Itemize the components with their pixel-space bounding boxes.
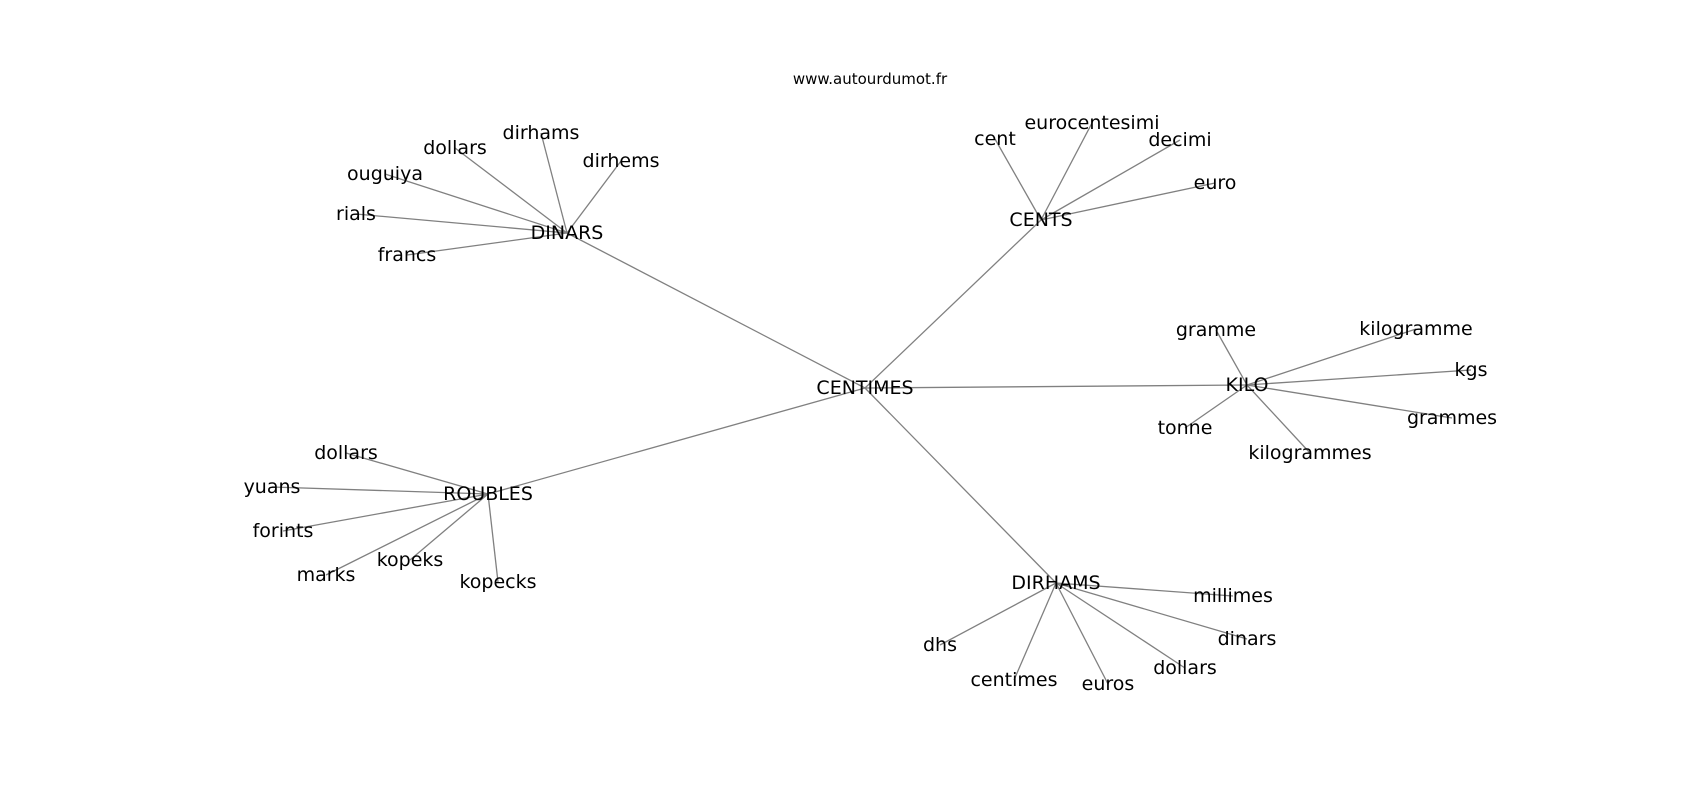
leaf-node[interactable]: centimes xyxy=(970,669,1057,691)
hub-node-kilo[interactable]: KILO xyxy=(1226,374,1269,396)
root-node[interactable]: CENTIMES xyxy=(816,377,913,399)
hub-node-dirhams[interactable]: DIRHAMS xyxy=(1011,572,1100,594)
leaf-node[interactable]: rials xyxy=(336,203,376,225)
edge-roubles-yuans xyxy=(271,486,489,495)
leaf-node[interactable]: dollars xyxy=(1153,657,1217,679)
edge-roubles-kopeks xyxy=(409,493,489,561)
leaf-node[interactable]: ouguiya xyxy=(347,163,423,185)
edge-kilo-grammes xyxy=(1246,384,1453,419)
edge-dirhams-euros xyxy=(1055,582,1109,685)
edge-roubles-dollars xyxy=(345,452,489,495)
leaf-node[interactable]: gramme xyxy=(1176,319,1256,341)
edge-kilo-kgs xyxy=(1246,369,1472,386)
leaf-node[interactable]: dollars xyxy=(423,137,487,159)
hub-node-roubles[interactable]: ROUBLES xyxy=(443,483,533,505)
edge-dinars-dirhems xyxy=(566,160,622,234)
edge-cents-eurocentesimi xyxy=(1040,122,1093,221)
edge-roubles-forints xyxy=(282,493,489,532)
edge-dinars-rials xyxy=(355,213,568,234)
leaf-node[interactable]: kopecks xyxy=(459,571,536,593)
edges-layer xyxy=(271,122,1472,685)
leaf-node[interactable]: marks xyxy=(297,564,356,586)
edge-dirhams-dollars xyxy=(1055,582,1186,669)
leaf-node[interactable]: dirhems xyxy=(583,150,660,172)
leaf-node[interactable]: yuans xyxy=(244,476,301,498)
hub-node-dinars[interactable]: DINARS xyxy=(531,222,604,244)
edge-cents-euro xyxy=(1040,182,1216,221)
leaf-node[interactable]: dhs xyxy=(923,634,957,656)
edge-root-kilo xyxy=(864,384,1248,389)
leaf-node[interactable]: francs xyxy=(378,244,437,266)
edge-root-dinars xyxy=(566,232,866,389)
edge-kilo-kilogramme xyxy=(1246,328,1417,386)
source-watermark: www.autourdumot.fr xyxy=(792,70,948,88)
leaf-node[interactable]: euro xyxy=(1194,172,1237,194)
leaf-node[interactable]: dollars xyxy=(314,442,378,464)
leaf-node[interactable]: millimes xyxy=(1193,585,1273,607)
leaf-node[interactable]: dinars xyxy=(1218,628,1277,650)
edge-dinars-francs xyxy=(406,232,568,256)
edge-root-roubles xyxy=(487,387,866,495)
edge-roubles-marks xyxy=(325,493,489,576)
leaf-node[interactable]: kopeks xyxy=(377,549,444,571)
leaf-node[interactable]: euros xyxy=(1082,673,1135,695)
edge-cents-cent xyxy=(994,138,1042,221)
edge-kilo-gramme xyxy=(1215,329,1248,386)
hub-node-cents[interactable]: CENTS xyxy=(1009,209,1072,231)
edge-dirhams-millimes xyxy=(1055,582,1234,597)
edge-root-dirhams xyxy=(864,387,1057,584)
edge-cents-decimi xyxy=(1040,139,1181,221)
edge-dinars-ouguiya xyxy=(384,173,568,234)
edge-kilo-kilogrammes xyxy=(1246,384,1311,454)
edge-dirhams-centimes xyxy=(1013,582,1057,681)
edge-roubles-kopecks xyxy=(487,493,499,583)
leaf-node[interactable]: kilogrammes xyxy=(1248,442,1371,464)
edge-dinars-dirhams xyxy=(540,132,568,234)
leaf-node[interactable]: cent xyxy=(974,128,1016,150)
edge-dirhams-dhs xyxy=(939,582,1057,646)
leaf-node[interactable]: grammes xyxy=(1407,407,1497,429)
edge-dinars-dollars xyxy=(454,147,568,234)
edge-kilo-tonne xyxy=(1184,384,1248,429)
leaf-node[interactable]: kilogramme xyxy=(1359,318,1472,340)
edge-dirhams-dinars xyxy=(1055,582,1248,640)
leaf-node[interactable]: dirhams xyxy=(503,122,580,144)
leaf-node[interactable]: tonne xyxy=(1158,417,1213,439)
edge-root-cents xyxy=(864,219,1042,389)
leaf-node[interactable]: decimi xyxy=(1148,129,1211,151)
leaf-node[interactable]: kgs xyxy=(1455,359,1488,381)
leaf-node[interactable]: forints xyxy=(253,520,314,542)
leaf-node[interactable]: eurocentesimi xyxy=(1024,112,1159,134)
